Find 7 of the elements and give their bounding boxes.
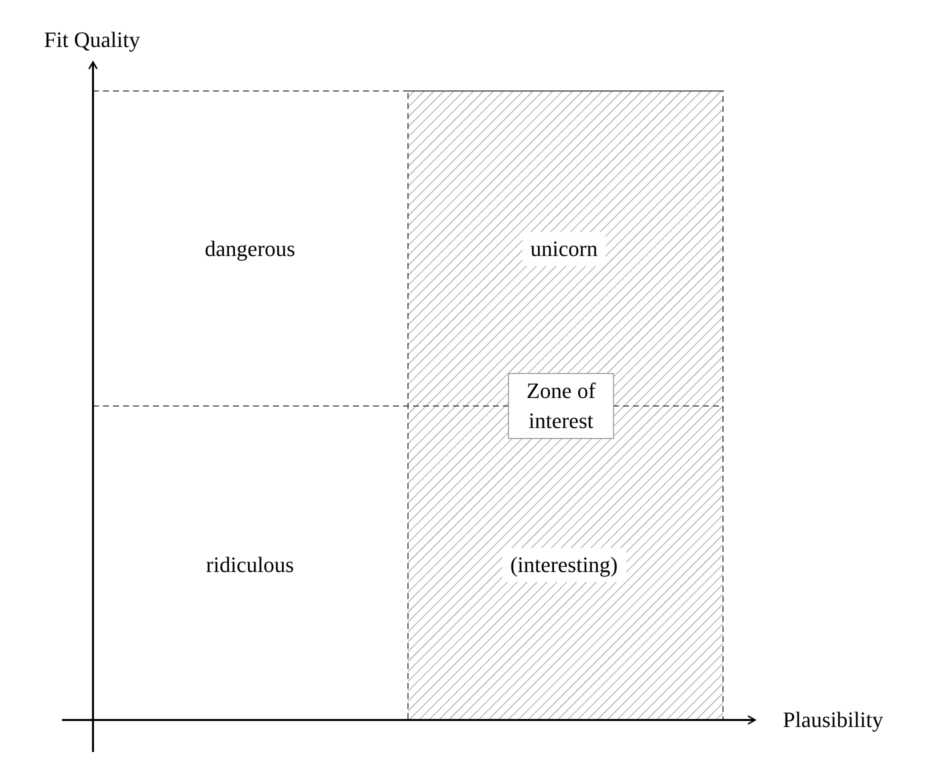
quadrant-label: (interesting) bbox=[502, 548, 626, 582]
axis-title: Plausibility bbox=[782, 706, 884, 734]
axis-title: Fit Quality bbox=[44, 26, 140, 54]
quadrant-label: unicorn bbox=[522, 232, 606, 266]
zone-label: Zone of interest bbox=[508, 373, 614, 439]
quadrant-label: ridiculous bbox=[206, 551, 294, 579]
quadrant-label: dangerous bbox=[204, 235, 296, 263]
